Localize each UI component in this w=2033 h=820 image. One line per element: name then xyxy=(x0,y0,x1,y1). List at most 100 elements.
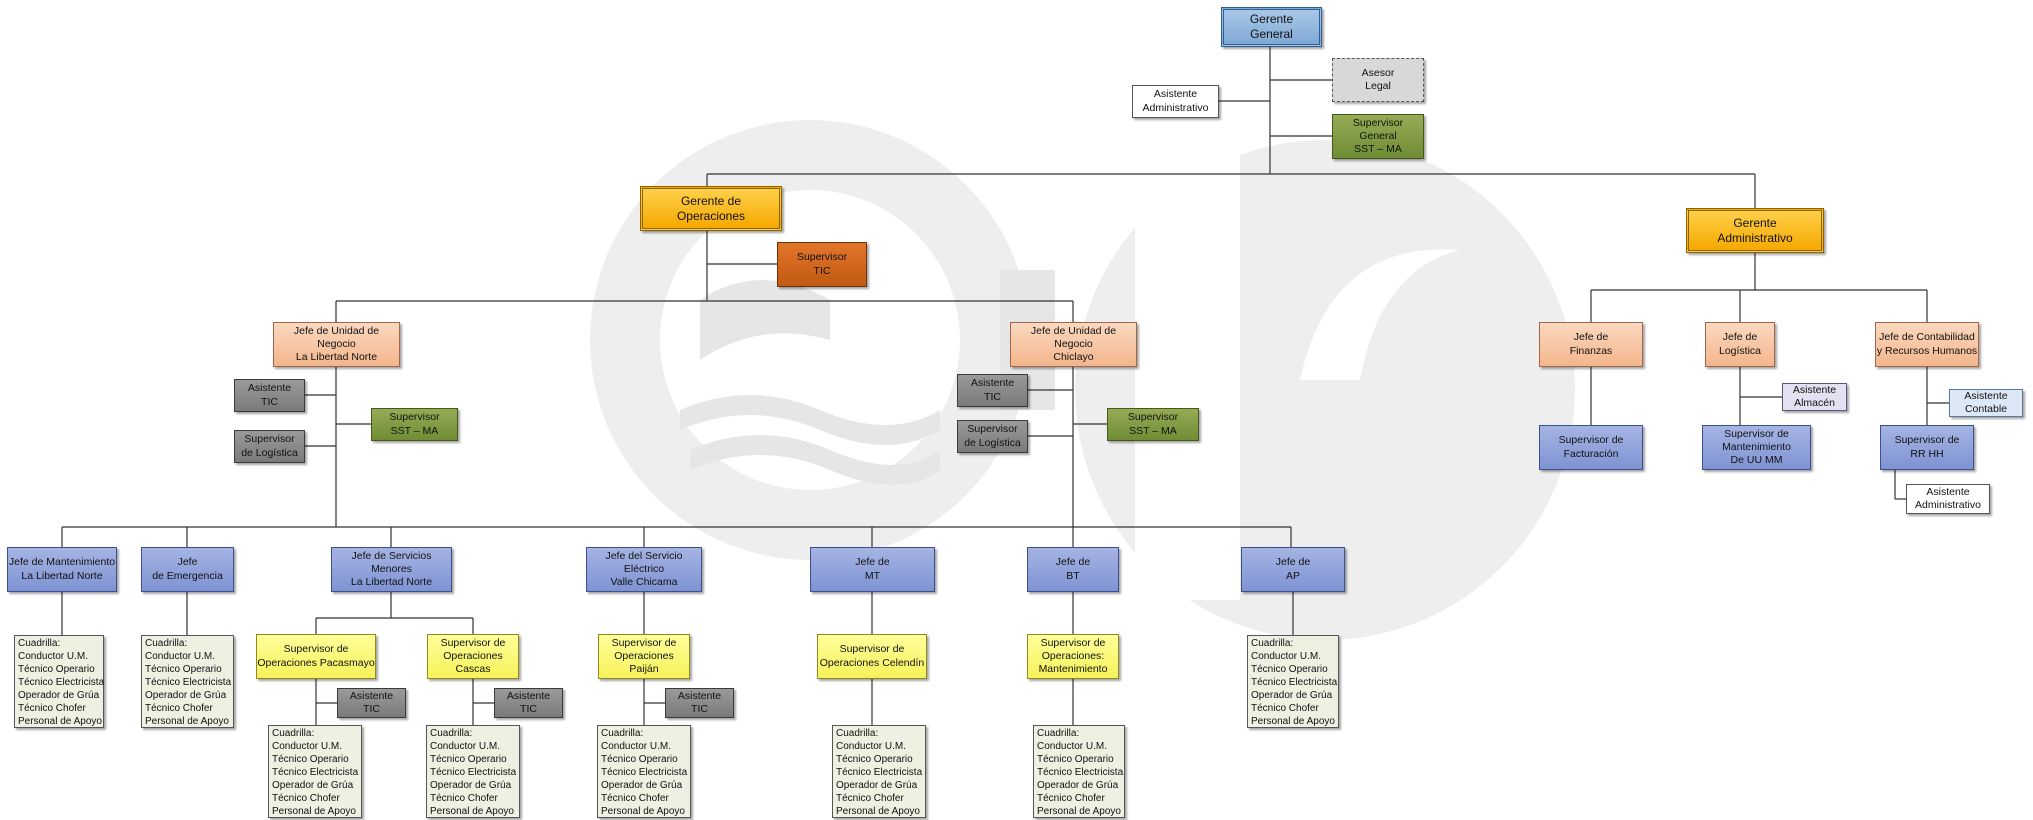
node-asistente-administrativo-rrhh: Asistente Administrativo xyxy=(1906,484,1990,514)
crew-member: Técnico Operario xyxy=(430,754,507,765)
crew-member: Cuadrilla: xyxy=(1037,728,1080,739)
node-jefe-contabilidad: Jefe de Contabilidad y Recursos Humanos xyxy=(1875,322,1979,367)
crew-member: Personal de Apoyo xyxy=(18,716,102,727)
crew-list-emergencia: Cuadrilla: Conductor U.M. Técnico Operario… xyxy=(141,635,234,728)
crew-member: Conductor U.M. xyxy=(145,651,216,662)
node-asesor-legal: Asesor Legal xyxy=(1332,58,1424,102)
crew-member: Técnico Chofer xyxy=(430,793,498,804)
crew-member: Operador de Grúa xyxy=(601,780,683,791)
node-asistente-almacen: Asistente Almacén xyxy=(1782,383,1847,411)
crew-member: Técnico Electricista xyxy=(18,677,105,688)
crew-member: Operador de Grúa xyxy=(272,780,354,791)
node-jefe-emergencia: Jefe de Emergencia xyxy=(141,547,234,592)
crew-member: Técnico Electricista xyxy=(145,677,232,688)
node-supervisor-general-sst: Supervisor General SST – MA xyxy=(1332,114,1424,159)
crew-member: Técnico Electricista xyxy=(1251,677,1338,688)
crew-member: Personal de Apoyo xyxy=(836,806,920,817)
node-jefe-servicios-menores: Jefe de Servicios Menores La Libertad No… xyxy=(331,547,452,592)
crew-member: Operador de Grúa xyxy=(145,690,227,701)
crew-member: Conductor U.M. xyxy=(1037,741,1108,752)
node-supervisor-cascas: Supervisor de Operaciones Cascas xyxy=(427,634,519,679)
crew-member: Cuadrilla: xyxy=(836,728,879,739)
node-jefe-unidad-chiclayo: Jefe de Unidad de Negocio Chiclayo xyxy=(1010,322,1137,367)
node-supervisor-mantenimiento-uu: Supervisor de Mantenimiento De UU MM xyxy=(1702,425,1811,470)
crew-member: Técnico Operario xyxy=(272,754,349,765)
node-supervisor-pacasmayo: Supervisor de Operaciones Pacasmayo xyxy=(256,634,376,679)
crew-member: Técnico Operario xyxy=(18,664,95,675)
node-gerente-administrativo: Gerente Administrativo xyxy=(1686,208,1824,253)
crew-member: Técnico Chofer xyxy=(145,703,213,714)
crew-member: Técnico Operario xyxy=(836,754,913,765)
crew-member: Técnico Electricista xyxy=(430,767,517,778)
crew-member: Técnico Chofer xyxy=(601,793,669,804)
node-jefe-bt: Jefe de BT xyxy=(1027,547,1119,592)
node-jefe-finanzas: Jefe de Finanzas xyxy=(1539,322,1643,367)
crew-list-celendin: Cuadrilla: Conductor U.M. Técnico Operario… xyxy=(832,725,926,818)
crew-member: Operador de Grúa xyxy=(1037,780,1119,791)
crew-member: Cuadrilla: xyxy=(430,728,473,739)
crew-member: Personal de Apoyo xyxy=(1037,806,1121,817)
crew-member: Personal de Apoyo xyxy=(145,716,229,727)
node-jefe-logistica: Jefe de Logística xyxy=(1705,322,1775,367)
crew-list-cascas: Cuadrilla: Conductor U.M. Técnico Operario… xyxy=(426,725,520,818)
crew-list-mantenimiento: Cuadrilla: Conductor U.M. Técnico Operario… xyxy=(1033,725,1125,818)
node-asistente-tic-paijan: Asistente TIC xyxy=(665,688,734,718)
crew-member: Conductor U.M. xyxy=(430,741,501,752)
crew-member: Conductor U.M. xyxy=(836,741,907,752)
crew-member: Conductor U.M. xyxy=(272,741,343,752)
crew-member: Técnico Chofer xyxy=(18,703,86,714)
node-gerente-general: Gerente General xyxy=(1221,7,1322,47)
node-jefe-mt: Jefe de MT xyxy=(810,547,935,592)
node-supervisor-sst-libertad: Supervisor SST – MA xyxy=(371,408,458,441)
crew-member: Operador de Grúa xyxy=(18,690,100,701)
crew-member: Técnico Electricista xyxy=(601,767,688,778)
node-asistente-administrativo-top: Asistente Administrativo xyxy=(1132,85,1219,118)
crew-member: Personal de Apoyo xyxy=(430,806,514,817)
crew-member: Personal de Apoyo xyxy=(1251,716,1335,727)
node-jefe-unidad-libertad: Jefe de Unidad de Negocio La Libertad No… xyxy=(273,322,400,367)
crew-member: Operador de Grúa xyxy=(430,780,512,791)
node-supervisor-logistica-libertad: Supervisor de Logística xyxy=(234,430,305,463)
node-gerente-operaciones: Gerente de Operaciones xyxy=(640,186,782,231)
crew-member: Cuadrilla: xyxy=(272,728,315,739)
crew-member: Cuadrilla: xyxy=(18,638,61,649)
crew-member: Técnico Chofer xyxy=(1037,793,1105,804)
node-asistente-contable: Asistente Contable xyxy=(1949,389,2023,417)
node-supervisor-celendin: Supervisor de Operaciones Celendín xyxy=(817,634,927,679)
crew-member: Personal de Apoyo xyxy=(272,806,356,817)
crew-member: Cuadrilla: xyxy=(1251,638,1294,649)
crew-list-paijan: Cuadrilla:Conductor U.M.Técnico Operario… xyxy=(597,725,691,818)
node-asistente-tic-chiclayo: Asistente TIC xyxy=(957,374,1028,407)
crew-member: Técnico Chofer xyxy=(836,793,904,804)
crew-member: Técnico Electricista xyxy=(272,767,359,778)
crew-list-pacasmayo: Cuadrilla: Conductor U.M. Técnico Operario… xyxy=(268,725,362,818)
node-supervisor-paijan: Supervisor de Operaciones Paiján xyxy=(598,634,690,679)
crew-list-jefe-ap: Cuadrilla: Conductor U.M. Técnico Operario… xyxy=(1247,635,1339,728)
node-jefe-mantenimiento-libertad: Jefe de Mantenimiento La Libertad Norte xyxy=(7,547,117,592)
crew-member: Conductor U.M. xyxy=(601,741,672,752)
crew-member: Conductor U.M. xyxy=(18,651,89,662)
crew-member: Operador de Grúa xyxy=(1251,690,1333,701)
node-supervisor-facturacion: Supervisor de Facturación xyxy=(1539,425,1643,470)
crew-member: Técnico Chofer xyxy=(1251,703,1319,714)
node-jefe-servicio-electrico: Jefe del Servicio Eléctrico Valle Chicam… xyxy=(586,547,702,592)
node-supervisor-tic: Supervisor TIC xyxy=(777,242,867,287)
crew-member: Técnico Chofer xyxy=(272,793,340,804)
node-supervisor-sst-chiclayo: Supervisor SST – MA xyxy=(1107,408,1199,441)
crew-member: Técnico Operario xyxy=(145,664,222,675)
crew-member: Técnico Electricista xyxy=(1037,767,1124,778)
node-supervisor-mantenimiento: Supervisor de Operaciones: Mantenimiento xyxy=(1027,634,1119,679)
crew-member: Conductor U.M. xyxy=(1251,651,1322,662)
node-asistente-tic-pacasmayo: Asistente TIC xyxy=(337,688,406,718)
crew-member: Personal de Apoyo xyxy=(601,806,685,817)
node-asistente-tic-libertad: Asistente TIC xyxy=(234,379,305,412)
node-supervisor-rrhh: Supervisor de RR HH xyxy=(1880,425,1974,470)
crew-member: Técnico Operario xyxy=(1251,664,1328,675)
crew-member: Cuadrilla: xyxy=(145,638,188,649)
node-asistente-tic-cascas: Asistente TIC xyxy=(494,688,563,718)
crew-member: Técnico Operario xyxy=(1037,754,1114,765)
crew-member: Operador de Grúa xyxy=(836,780,918,791)
crew-member: Cuadrilla: xyxy=(601,728,644,739)
